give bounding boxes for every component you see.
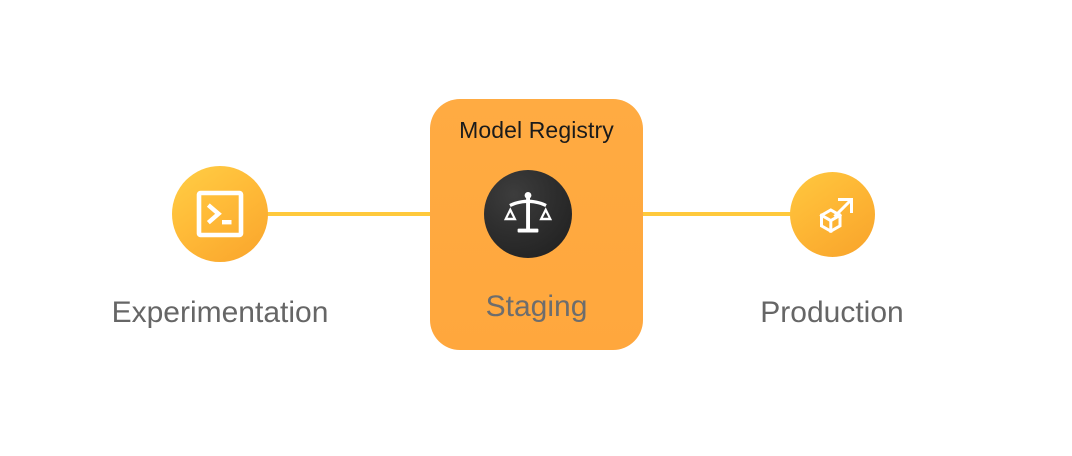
terminal-icon	[194, 188, 246, 240]
stage-label-staging: Staging	[485, 290, 588, 323]
balance-scales-icon	[503, 190, 553, 238]
stage-label-production: Production	[760, 296, 904, 329]
experimentation-icon-circle[interactable]	[172, 166, 268, 262]
cube-deploy-icon	[809, 191, 857, 239]
connector-line-experimentation-staging	[256, 212, 446, 216]
stage-experimentation[interactable]: Experimentation	[70, 0, 370, 456]
production-icon-circle[interactable]	[790, 172, 875, 257]
connector-line-staging-production	[628, 212, 818, 216]
card-title-model-registry: Model Registry	[459, 117, 614, 143]
model-registry-icon-circle[interactable]	[484, 170, 572, 258]
stage-production[interactable]: Production	[682, 0, 982, 456]
stage-label-experimentation: Experimentation	[111, 296, 329, 329]
model-registry-card[interactable]: Model Registry Staging	[430, 99, 643, 350]
